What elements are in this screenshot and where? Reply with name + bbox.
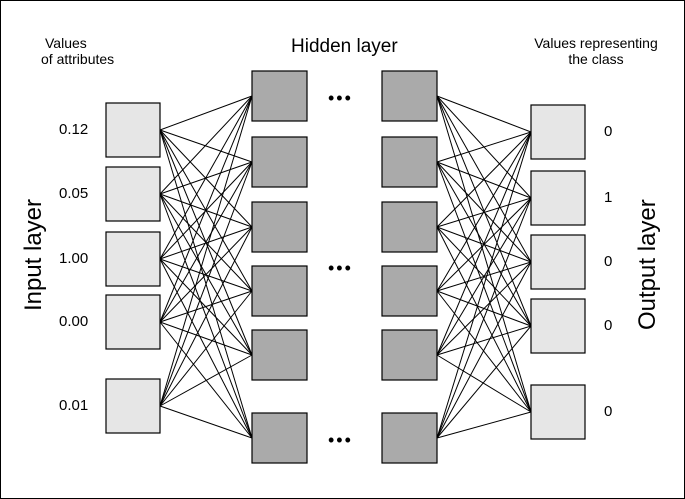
output-value-label: 0 — [604, 317, 613, 334]
input-value-label: 0.00 — [59, 313, 89, 330]
connection-input-hidden — [159, 290, 253, 407]
connection-hidden-output — [436, 131, 532, 292]
connection-hidden-output — [436, 131, 532, 356]
connection-input-hidden — [159, 226, 253, 323]
connection-hidden-output — [436, 325, 532, 356]
output-value-label: 0 — [604, 253, 613, 270]
output-node — [530, 234, 586, 290]
connection-hidden-output — [436, 411, 532, 439]
connection-input-hidden — [159, 129, 253, 163]
output-header-line2: the class — [568, 51, 624, 67]
connection-input-hidden — [159, 161, 253, 260]
connection-hidden-output — [436, 131, 532, 228]
input-header-line1: Values — [45, 35, 87, 51]
hidden-node-first-column — [251, 412, 308, 464]
output-node — [530, 104, 586, 160]
hidden-node-first-column — [251, 329, 308, 381]
output-node — [530, 170, 586, 226]
connection-hidden-output — [436, 95, 532, 133]
output-node — [530, 298, 586, 354]
hidden-node-last-column — [381, 201, 438, 253]
output-value-label: 0 — [604, 403, 613, 420]
input-value-label: 1.00 — [59, 250, 89, 267]
connection-hidden-output — [436, 261, 532, 439]
input-header-line2: of attributes — [41, 51, 115, 67]
input-layer-label: Input layer — [20, 198, 47, 312]
input-node — [105, 294, 161, 350]
connection-hidden-output — [436, 197, 532, 228]
hidden-node-last-column — [381, 70, 438, 122]
connection-input-hidden — [159, 161, 253, 323]
input-value-label: 0.01 — [59, 397, 89, 414]
connection-hidden-output — [436, 161, 532, 413]
connection-input-hidden — [159, 95, 253, 131]
ellipsis-middle: ••• — [328, 258, 353, 278]
output-value-label: 0 — [604, 123, 613, 140]
connection-input-hidden — [159, 290, 253, 323]
input-node — [105, 102, 161, 158]
connection-input-hidden — [159, 95, 253, 260]
input-node — [105, 231, 161, 287]
connection-hidden-output — [436, 325, 532, 439]
input-node — [105, 166, 161, 222]
hidden-node-first-column — [251, 201, 308, 253]
hidden-node-first-column — [251, 136, 308, 188]
hidden-node-first-column — [251, 70, 308, 122]
hidden-node-first-column — [251, 265, 308, 317]
connection-input-hidden — [159, 321, 253, 356]
ellipsis-top: ••• — [328, 88, 353, 108]
input-value-label: 0.05 — [59, 185, 89, 202]
connection-input-hidden — [159, 405, 253, 439]
output-header-line1: Values representing — [534, 35, 658, 51]
connection-input-hidden — [159, 161, 253, 407]
connection-input-hidden — [159, 95, 253, 195]
ellipsis-bottom: ••• — [328, 430, 353, 450]
input-node — [105, 378, 161, 434]
hidden-node-last-column — [381, 329, 438, 381]
connection-input-hidden — [159, 95, 253, 323]
connection-input-hidden — [159, 95, 253, 407]
connection-hidden-output — [436, 354, 532, 413]
hidden-layer-title: Hidden layer — [291, 36, 398, 57]
hidden-node-last-column — [381, 412, 438, 464]
connection-hidden-output — [436, 261, 532, 356]
connection-hidden-output — [436, 290, 532, 413]
connection-hidden-output — [436, 197, 532, 439]
hidden-node-last-column — [381, 265, 438, 317]
connection-hidden-output — [436, 226, 532, 413]
output-layer-label: Output layer — [634, 199, 661, 330]
connection-input-hidden — [159, 226, 253, 407]
input-value-label: 0.12 — [59, 121, 89, 138]
connection-hidden-output — [436, 131, 532, 163]
connection-hidden-output — [436, 197, 532, 356]
output-node — [530, 384, 586, 440]
connection-hidden-output — [436, 131, 532, 439]
connection-input-hidden — [159, 354, 253, 407]
hidden-node-last-column — [381, 136, 438, 188]
connection-hidden-output — [436, 95, 532, 413]
output-value-label: 1 — [604, 189, 613, 206]
